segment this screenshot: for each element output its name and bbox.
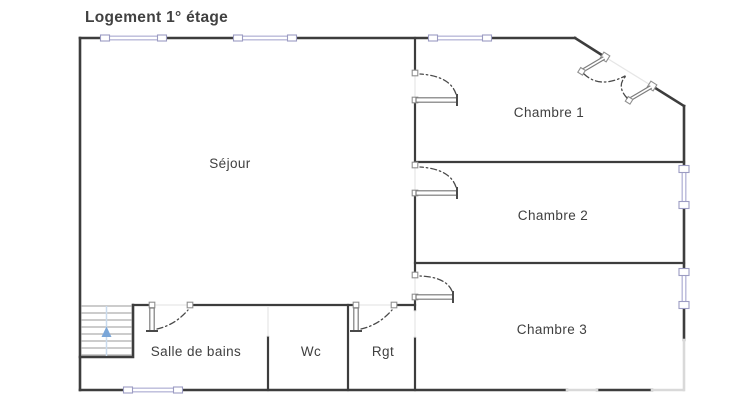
room-label-chambre1: Chambre 1 (514, 105, 584, 120)
window-chambre1-top-icon (427, 34, 493, 42)
window-sejour-top-left-icon (99, 34, 168, 42)
window-chambre2-right-icon (678, 164, 690, 210)
room-label-salle-de-bains: Salle de bains (151, 344, 241, 359)
room-label-wc: Wc (301, 344, 321, 359)
wall-diagonal (573, 36, 686, 108)
window-sejour-top-right-icon (232, 34, 298, 42)
room-label-sejour: Séjour (209, 156, 251, 171)
exterior-walls (78, 36, 686, 392)
room-label-chambre3: Chambre 3 (517, 322, 587, 337)
room-label-rgt: Rgt (372, 344, 394, 359)
door-opening-gaps (152, 56, 653, 338)
windows (99, 34, 690, 394)
staircase (81, 305, 132, 356)
interior-walls (78, 36, 686, 392)
door-rgt-icon (350, 301, 398, 332)
door-chambre1-icon (411, 69, 458, 106)
door-salle-de-bains-icon (146, 301, 194, 332)
doors (146, 51, 658, 332)
wall-stairwell (78, 303, 135, 359)
window-chambre3-right-icon (678, 267, 690, 310)
door-chambre2-icon (411, 161, 458, 199)
door-chambre1-balcony-icon (577, 51, 658, 105)
plan-title: Logement 1° étage (85, 9, 228, 26)
door-chambre3-icon (411, 271, 454, 303)
room-label-chambre2: Chambre 2 (518, 208, 588, 223)
stairs-up-arrow-icon (101, 326, 112, 337)
window-salle-de-bains-bottom-icon (122, 386, 184, 394)
